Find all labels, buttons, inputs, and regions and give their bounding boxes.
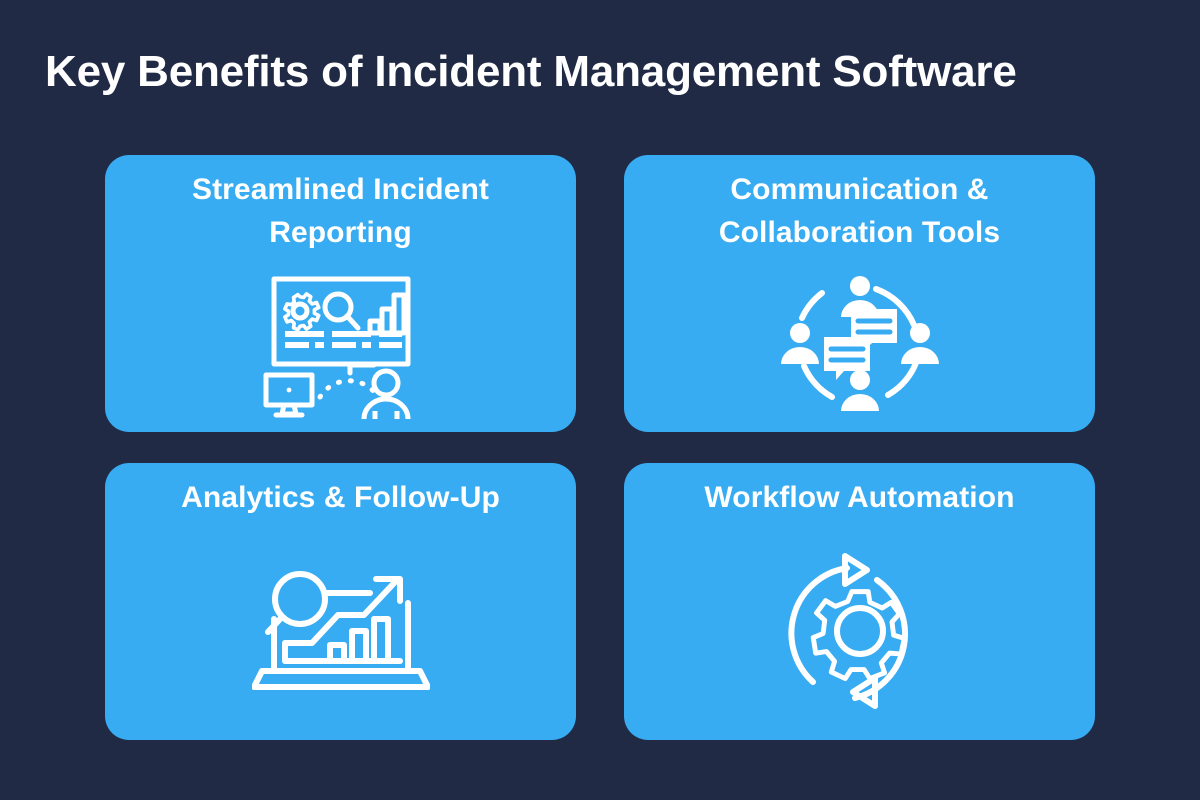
benefit-card-analytics-follow-up[interactable]: Analytics & Follow-Up	[105, 463, 576, 740]
benefit-card-title: Communication & Collaboration Tools	[718, 173, 1001, 249]
benefit-card-title: Streamlined Incident Reporting	[191, 173, 490, 249]
benefit-card-title: Workflow Automation	[704, 481, 1015, 514]
benefit-card-communication-collaboration-tools[interactable]: Communication & Collaboration Tools	[624, 155, 1095, 432]
benefit-card-icon	[105, 522, 576, 740]
incident-report-dashboard-icon	[263, 276, 410, 420]
team-chat-collaboration-icon	[780, 276, 939, 412]
benefit-card-title: Analytics & Follow-Up	[181, 481, 500, 514]
laptop-growth-chart-magnifier-icon	[251, 570, 430, 690]
benefit-card-icon	[624, 522, 1095, 740]
benefit-card-streamlined-incident-reporting[interactable]: Streamlined Incident Reporting	[105, 155, 576, 432]
benefit-card-icon	[624, 256, 1095, 432]
benefit-card-icon	[105, 256, 576, 432]
page-title: Key Benefits of Incident Management Soft…	[45, 47, 1017, 96]
benefits-card-grid: Streamlined Incident Reporting	[105, 155, 1095, 740]
gear-refresh-cycle-icon	[787, 552, 908, 709]
benefit-card-workflow-automation[interactable]: Workflow Automation	[624, 463, 1095, 740]
